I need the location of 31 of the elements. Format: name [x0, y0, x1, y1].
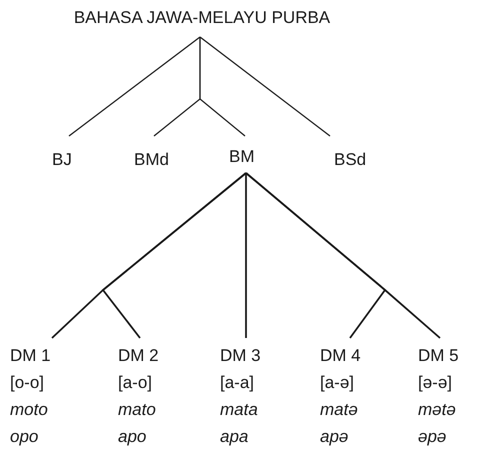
tree-branch-line — [199, 37, 246, 136]
vowel-pattern: [a-ə] — [320, 372, 356, 394]
word-form: moto — [10, 399, 49, 421]
node-label: DM 4 — [320, 345, 362, 367]
node-label: DM 5 — [418, 345, 460, 367]
vowel-pattern: [o-o] — [10, 372, 46, 394]
node-label: BMd — [134, 149, 170, 171]
word-form: matə — [320, 399, 359, 421]
node-label: DM 2 — [118, 345, 160, 367]
node-label: DM 1 — [10, 345, 52, 367]
node-label: DM 3 — [220, 345, 262, 367]
tree-branch-line — [68, 36, 200, 136]
tree-branch-line — [245, 172, 441, 339]
word-form: apo — [118, 426, 148, 448]
vowel-pattern: [a-a] — [220, 372, 256, 394]
word-form: mətə — [418, 399, 457, 421]
word-form: mato — [118, 399, 157, 421]
tree-branch-line — [200, 36, 330, 136]
word-form: əpə — [418, 426, 448, 448]
node-label: BJ — [52, 149, 73, 171]
word-form: opo — [10, 426, 40, 448]
vowel-pattern: [ə-ə] — [418, 372, 454, 394]
node-label: BAHASA JAWA-MELAYU PURBA — [72, 7, 332, 29]
word-form: mata — [220, 399, 259, 421]
tree-branch-line — [245, 173, 247, 338]
tree-branch-line — [102, 172, 247, 339]
node-label: BM — [229, 146, 256, 168]
word-form: apə — [320, 426, 350, 448]
vowel-pattern: [a-o] — [118, 372, 154, 394]
word-form: apa — [220, 426, 250, 448]
node-label: BSd — [334, 149, 368, 171]
